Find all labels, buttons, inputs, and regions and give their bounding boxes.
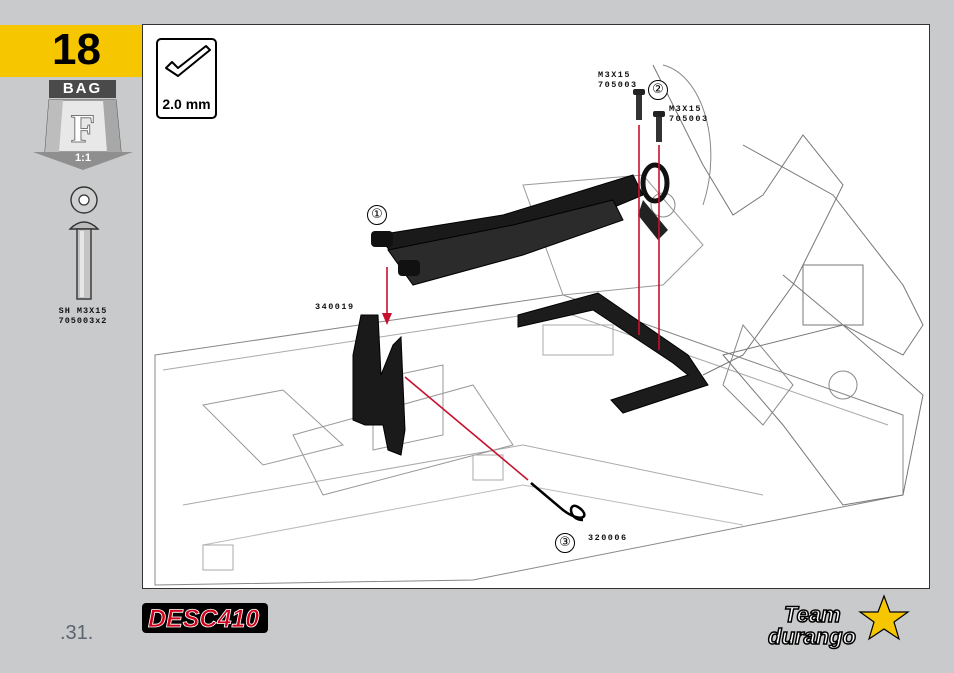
step-number-box: [0, 25, 142, 77]
svg-text:DESC410: DESC410: [148, 605, 259, 633]
assembly-guide-lines: [382, 125, 660, 481]
scale-label: 1:1: [75, 152, 91, 164]
bag-icon: F: [33, 99, 133, 170]
screw-a-label: M3X15 705003: [598, 70, 638, 90]
screw-b: [653, 111, 665, 142]
callout-3: ③: [555, 533, 575, 553]
bag-letter: F: [71, 106, 95, 151]
svg-text:durango: durango: [768, 624, 856, 649]
desc410-logo: DESC410: [142, 603, 268, 633]
parts-legend-code: 705003x2: [58, 316, 108, 326]
frame-part: [517, 292, 709, 414]
team-durango-logo: Team durango: [767, 594, 910, 650]
clip-part-label: 320006: [588, 533, 628, 543]
parts-legend-name: SH M3X15: [58, 306, 108, 316]
bag-indicator: BAG F 1:1: [33, 80, 133, 170]
bag-label: BAG: [49, 80, 116, 98]
screw-parts-icon: [68, 186, 100, 300]
callout-2: ②: [648, 80, 668, 100]
assembly-diagram-panel: 2.0 mm: [142, 24, 930, 589]
mount-part-label: 340019: [315, 302, 355, 312]
exploded-view-drawing: [154, 64, 924, 586]
mount-part: [352, 314, 406, 456]
tool-size: 2.0 mm: [162, 96, 211, 112]
tool-indicator: 2.0 mm: [156, 38, 217, 119]
parts-legend: SH M3X15 705003x2: [45, 306, 121, 326]
hex-key-icon: [165, 45, 211, 77]
clip-part: [530, 482, 586, 522]
callout-1: ①: [367, 205, 387, 225]
screw-a: [633, 89, 645, 120]
svg-text:Team: Team: [784, 602, 841, 627]
step-number: 18: [52, 25, 101, 74]
page-number: .31.: [60, 622, 94, 644]
upper-brace-part: [371, 162, 670, 286]
screw-b-label: M3X15 705003: [669, 104, 709, 124]
